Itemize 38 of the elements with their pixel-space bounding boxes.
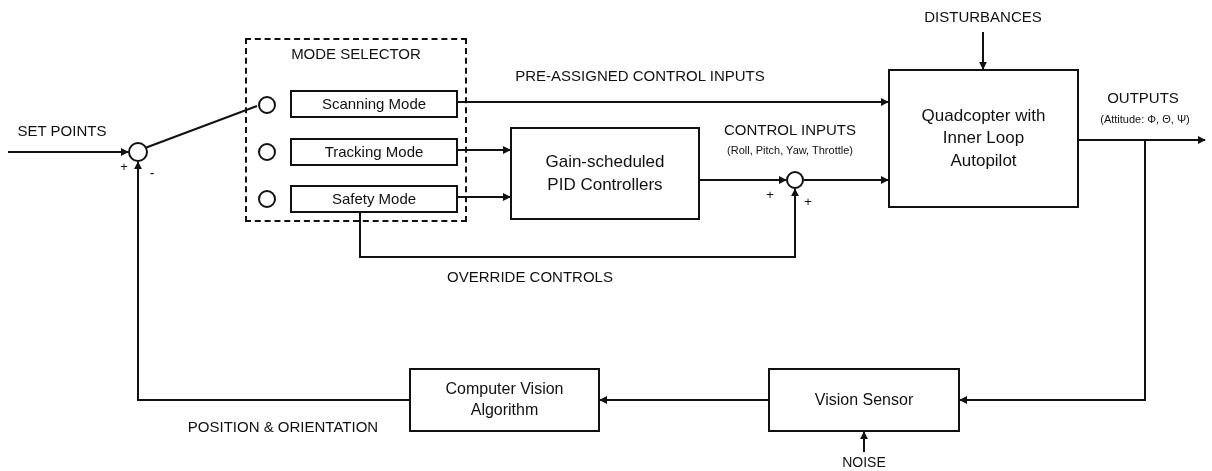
arrow <box>1078 136 1206 144</box>
block-label: Scanning Mode <box>320 94 428 114</box>
arrow <box>979 31 987 70</box>
block-label: Quadcopter with Inner Loop Autopilot <box>920 105 1047 172</box>
sign-label: - <box>148 165 156 182</box>
arrow <box>860 431 868 453</box>
process-block <box>290 138 458 166</box>
arrow <box>803 176 889 184</box>
sign-label: + <box>803 195 813 210</box>
sign-label: + <box>765 188 775 203</box>
block-label: Safety Mode <box>330 189 418 209</box>
process-block <box>290 90 458 118</box>
arrow <box>599 396 769 404</box>
summing-junction-circle <box>258 143 276 161</box>
summing-junction-circle <box>258 190 276 208</box>
arrow <box>359 188 799 258</box>
process-block <box>768 368 960 432</box>
arrow <box>134 161 410 401</box>
summing-junction-circle <box>786 171 804 189</box>
switch-line <box>144 105 258 149</box>
block-label: Gain-scheduled PID Controllers <box>544 151 666 196</box>
process-block <box>290 185 458 213</box>
sign-label: + <box>119 160 129 175</box>
process-block <box>888 69 1079 208</box>
arrow <box>959 139 1146 404</box>
block-label: Tracking Mode <box>323 142 425 162</box>
block-label: Computer Vision Algorithm <box>444 379 565 420</box>
block-label: Vision Sensor <box>813 389 915 410</box>
summing-junction-circle <box>128 142 148 162</box>
arrow <box>699 176 787 184</box>
process-block <box>409 368 600 432</box>
signal-note: (Attitude: Φ, Θ, Ψ) <box>1099 113 1191 126</box>
block-label: MODE SELECTOR <box>290 44 422 64</box>
process-block <box>510 127 700 220</box>
summing-junction-circle <box>258 96 276 114</box>
signal-note: (Roll, Pitch, Yaw, Throttle) <box>726 144 854 157</box>
arrow <box>7 148 129 156</box>
mode-selector-group <box>245 38 467 222</box>
